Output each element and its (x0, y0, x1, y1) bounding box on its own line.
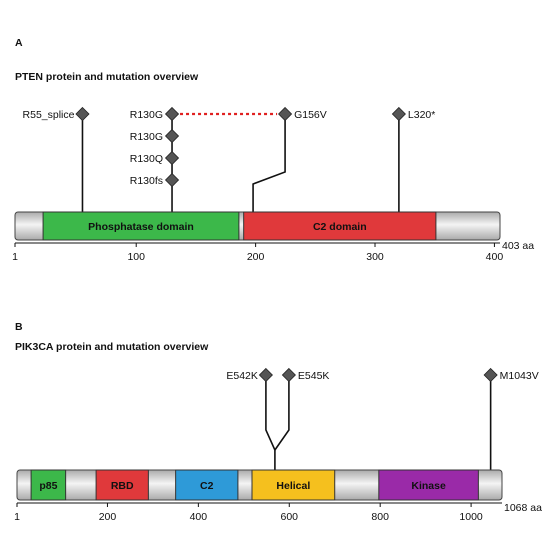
axis-tick-label: 300 (366, 251, 384, 263)
domain-label: C2 domain (313, 221, 367, 233)
axis-tick-label: 400 (190, 511, 208, 523)
panel-a-domains: Phosphatase domain C2 domain (42, 211, 437, 241)
mutation-diamond (164, 172, 180, 188)
domain-box (378, 469, 479, 501)
mutation-label: R130G (130, 131, 163, 143)
mutation-label: R55_splice (23, 109, 75, 121)
pten-length-label: 403 aa (502, 240, 534, 252)
pik3ca-length-label: 1068 aa (504, 502, 542, 514)
axis-tick-label: 1 (12, 251, 18, 263)
axis-tick-label: 1000 (459, 511, 483, 523)
mutation-label: E545K (298, 370, 330, 382)
axis-tick-label: 200 (247, 251, 265, 263)
mutation-label: L320* (408, 109, 435, 121)
axis-tick-label: 800 (371, 511, 389, 523)
domain-box (42, 211, 240, 241)
domain-box (251, 469, 336, 501)
mutation-diamond (164, 128, 180, 144)
domain-label: RBD (111, 480, 134, 492)
mutation-diamond (391, 106, 406, 122)
pten-axis: 1 100 200 300 400 (12, 242, 504, 263)
domain-label: p85 (39, 480, 57, 492)
pik3ca-axis: 1 200 400 600 800 1000 (14, 502, 502, 523)
mutation-label: E542K (226, 370, 258, 382)
panel-a-title: PTEN protein and mutation overview (15, 71, 199, 83)
domain-box (30, 469, 67, 501)
panel-b-letter: B (15, 321, 23, 333)
mutation-label: R130Q (130, 153, 163, 165)
panel-a: A PTEN protein and mutation overview Pho… (12, 37, 534, 263)
mutation-label: G156V (294, 109, 327, 121)
domain-label: C2 (200, 480, 214, 492)
panel-b-mutation-labels: E542K E545K M1043V (226, 370, 538, 382)
mutation-diamond (164, 150, 180, 166)
domain-label: Helical (276, 480, 310, 492)
axis-tick-label: 600 (281, 511, 299, 523)
panel-b-domains: p85 RBD C2 Helical Kinase (30, 469, 479, 501)
mutation-label: M1043V (500, 370, 539, 382)
mutation-label: R130G (130, 109, 163, 121)
axis-tick-label: 100 (127, 251, 145, 263)
mutation-diamond (258, 367, 273, 383)
axis-tick-label: 400 (486, 251, 504, 263)
mutation-diamond (483, 367, 498, 383)
mutation-diamond (278, 106, 293, 122)
mutation-diamond (164, 106, 180, 122)
panel-a-letter: A (15, 37, 23, 49)
panel-b-title: PIK3CA protein and mutation overview (15, 341, 209, 353)
axis-tick-label: 1 (14, 511, 20, 523)
domain-box (95, 469, 149, 501)
axis-tick-label: 200 (99, 511, 117, 523)
mutation-stem (274, 375, 290, 451)
mutation-diamond (281, 367, 296, 383)
panel-b-mutation-markers (258, 367, 498, 383)
mutation-stem (265, 375, 276, 470)
domain-label: Kinase (411, 480, 446, 492)
mutation-stem (252, 114, 286, 212)
panel-b: B PIK3CA protein and mutation overview p… (14, 321, 542, 523)
mutation-label: R130fs (130, 175, 163, 187)
panel-a-mutation-markers (75, 106, 406, 188)
domain-label: Phosphatase domain (88, 221, 194, 233)
domain-box (243, 211, 437, 241)
domain-box (175, 469, 239, 501)
mutation-diamond (75, 106, 90, 122)
panel-b-mutation-stems (265, 375, 492, 470)
